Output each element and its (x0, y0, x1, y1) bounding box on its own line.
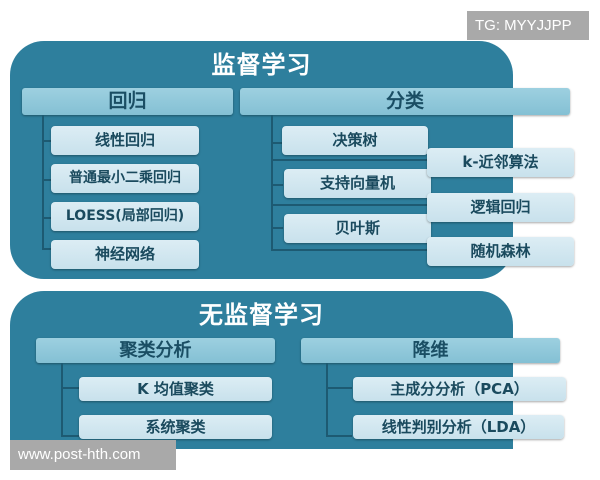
supervised-learning-title: 监督学习 (211, 51, 312, 79)
classification-item: k-近邻算法 (427, 148, 574, 177)
connector (271, 142, 283, 144)
watermark-bottom-left: www.post-hth.com (10, 440, 176, 470)
connector (42, 217, 52, 219)
regression-item: 神经网络 (51, 240, 199, 269)
supervised-learning-panel: 监督学习 回归 线性回归 普通最小二乘回归 LOESS(局部回归) 神经网络 分… (10, 41, 574, 279)
classification-item: 决策树 (282, 126, 428, 155)
clustering-connector-vertical (61, 363, 63, 437)
regression-item: LOESS(局部回归) (51, 202, 199, 231)
clustering-item: K 均值聚类 (79, 377, 272, 401)
clustering-category: 聚类分析 (36, 338, 275, 363)
regression-category: 回归 (22, 88, 233, 115)
classification-connector-vertical (271, 115, 273, 211)
connector (271, 184, 283, 186)
dimred-connector-vertical (326, 363, 328, 437)
classification-item: 随机森林 (427, 237, 574, 266)
connector (42, 140, 52, 142)
classification-item: 逻辑回归 (427, 193, 574, 222)
connector (42, 248, 52, 250)
unsupervised-learning-panel: 无监督学习 聚类分析 K 均值聚类 系统聚类 降维 主成分分析（PCA） 线性判… (10, 291, 566, 449)
regression-connector-vertical (42, 115, 44, 249)
classification-item: 支持向量机 (284, 169, 431, 198)
unsupervised-learning-title: 无监督学习 (199, 301, 324, 329)
connector (42, 179, 52, 181)
connector (326, 387, 352, 389)
dimred-item: 线性判别分析（LDA） (353, 415, 564, 439)
regression-item: 普通最小二乘回归 (51, 164, 199, 193)
dimensionality-reduction-category: 降维 (301, 338, 560, 363)
connector (61, 387, 79, 389)
watermark-top-right: TG: MYYJJPP (467, 11, 589, 40)
classification-category: 分类 (240, 88, 570, 115)
dimred-item: 主成分分析（PCA） (353, 377, 566, 401)
regression-item: 线性回归 (51, 126, 199, 155)
connector (271, 210, 273, 211)
connector (271, 227, 283, 229)
classification-item: 贝叶斯 (284, 214, 431, 243)
connector (326, 435, 352, 437)
connector (271, 211, 273, 251)
connector (271, 204, 431, 206)
connector (61, 435, 79, 437)
connector (271, 159, 431, 161)
connector (271, 249, 431, 251)
clustering-item: 系统聚类 (79, 415, 272, 439)
